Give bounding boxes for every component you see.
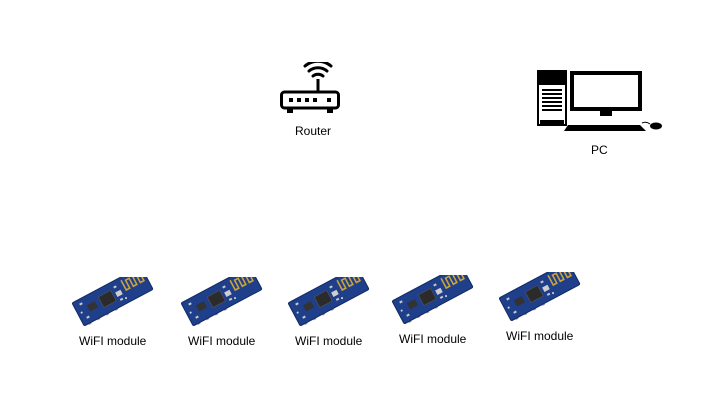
router-icon [280,62,340,113]
wifi-module-node: WiFI module [390,275,500,350]
wifi-module-label: WiFI module [79,334,147,348]
wifi-module-label: WiFI module [506,329,574,343]
router-label: Router [295,124,332,138]
wifi-module-label: WiFI module [188,334,256,348]
wifi-module-icon [287,277,370,328]
wifi-module-icon [71,277,154,328]
router-node: Router [270,55,360,140]
wifi-module-icon [180,277,263,328]
wifi-module-node: WiFI module [70,277,180,352]
wifi-module-label: WiFI module [295,334,363,348]
wifi-module-node: WiFI module [179,277,289,352]
wifi-module-icon [498,272,581,323]
wifi-module-node: WiFI module [286,277,396,352]
wifi-module-icon [391,275,474,326]
pc-label: PC [591,143,608,157]
desktop-computer-icon [537,70,662,131]
wifi-module-label: WiFI module [399,332,467,346]
pc-node: PC [530,65,670,165]
wifi-module-node: WiFI module [497,272,607,347]
